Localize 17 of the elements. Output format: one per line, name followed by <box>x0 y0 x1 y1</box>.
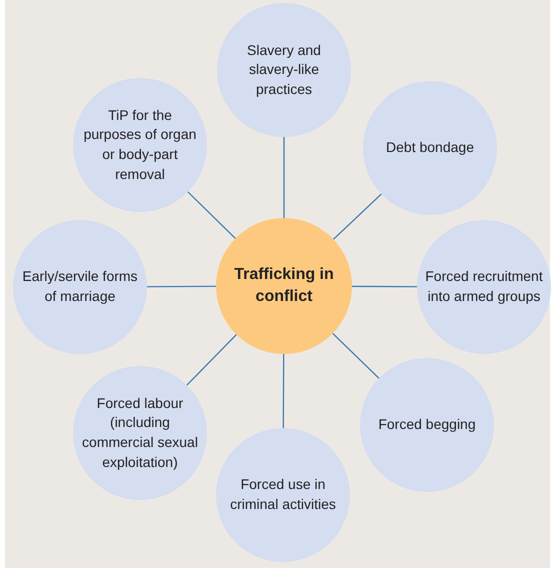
circle-label: Forced use in criminal activities <box>229 475 337 514</box>
connector-line <box>282 354 284 428</box>
connector-line <box>147 286 216 288</box>
connector-line <box>283 137 285 218</box>
circle-label: Slavery and slavery-like practices <box>246 40 322 99</box>
circle-label: Forced labour (including commercial sexual exploitation) <box>81 394 199 472</box>
circle-label: Debt bondage <box>385 138 475 158</box>
circle-label: TiP for the purposes of organ or body-part removal <box>82 106 198 184</box>
connector-line <box>332 332 380 379</box>
connector-line <box>352 286 417 288</box>
circle-label: Forced begging <box>377 415 477 434</box>
connector-line <box>333 194 382 240</box>
connector-line <box>186 334 237 386</box>
connector-line <box>187 191 236 239</box>
circle-label: Forced recruitment into armed groups <box>424 267 544 306</box>
circle-label: Early/servile forms of marriage <box>21 267 139 306</box>
circle-label: Trafficking in conflict <box>233 264 335 307</box>
